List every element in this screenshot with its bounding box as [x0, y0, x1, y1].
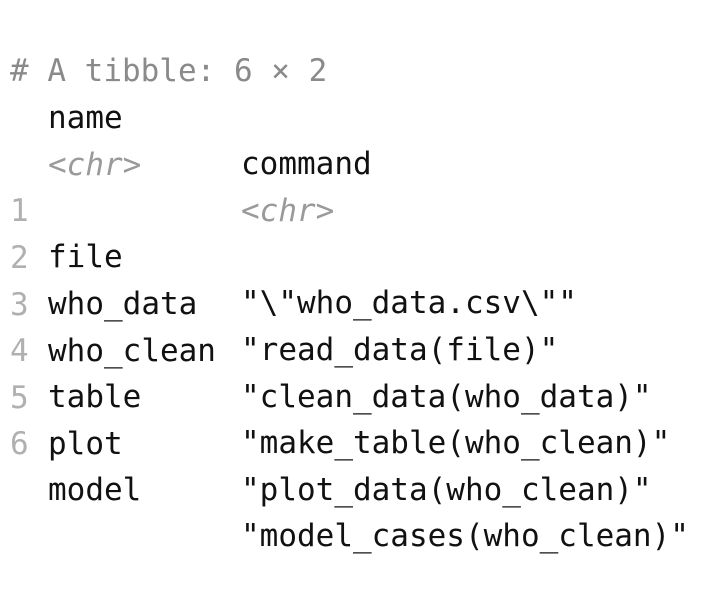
column-types-row: <chr> <chr> — [0, 96, 334, 229]
table-row: 6 model "model_cases(who_clean)" — [0, 375, 689, 554]
row-name: who_data — [48, 286, 198, 322]
column-type-command: <chr> — [241, 193, 335, 229]
row-command: "model_cases(who_clean)" — [241, 518, 689, 554]
row-number: 2 — [10, 240, 29, 276]
row-number: 4 — [10, 333, 29, 369]
row-name: table — [48, 379, 142, 415]
row-name: model — [48, 472, 142, 508]
row-number: 6 — [10, 426, 29, 462]
table-row: 5 plot "plot_data(who_clean)" — [0, 329, 652, 508]
column-header-command: command — [241, 146, 372, 182]
row-number: 5 — [10, 380, 29, 416]
column-header-name: name — [48, 100, 123, 136]
row-command: "\"who_data.csv\"" — [241, 285, 577, 321]
row-number: 1 — [10, 193, 29, 229]
column-type-name: <chr> — [48, 147, 142, 183]
row-command: "read_data(file)" — [241, 332, 559, 368]
table-row: 3 who_clean "clean_data(who_data)" — [0, 236, 652, 415]
table-row: 1 file "\"who_data.csv\"" — [0, 142, 577, 321]
row-name: who_clean — [48, 333, 216, 369]
row-name: file — [48, 239, 123, 275]
column-names-row: name command — [0, 49, 372, 182]
tibble-header: # A tibble: 6 × 2 — [10, 53, 328, 89]
tibble-header-line: # A tibble: 6 × 2 — [0, 2, 327, 89]
row-number: 3 — [10, 287, 29, 323]
table-row: 4 table "make_table(who_clean)" — [0, 282, 670, 461]
row-command: "clean_data(who_data)" — [241, 379, 652, 415]
row-command: "make_table(who_clean)" — [241, 425, 671, 461]
row-command: "plot_data(who_clean)" — [241, 472, 652, 508]
table-row: 2 who_data "read_data(file)" — [0, 189, 558, 368]
